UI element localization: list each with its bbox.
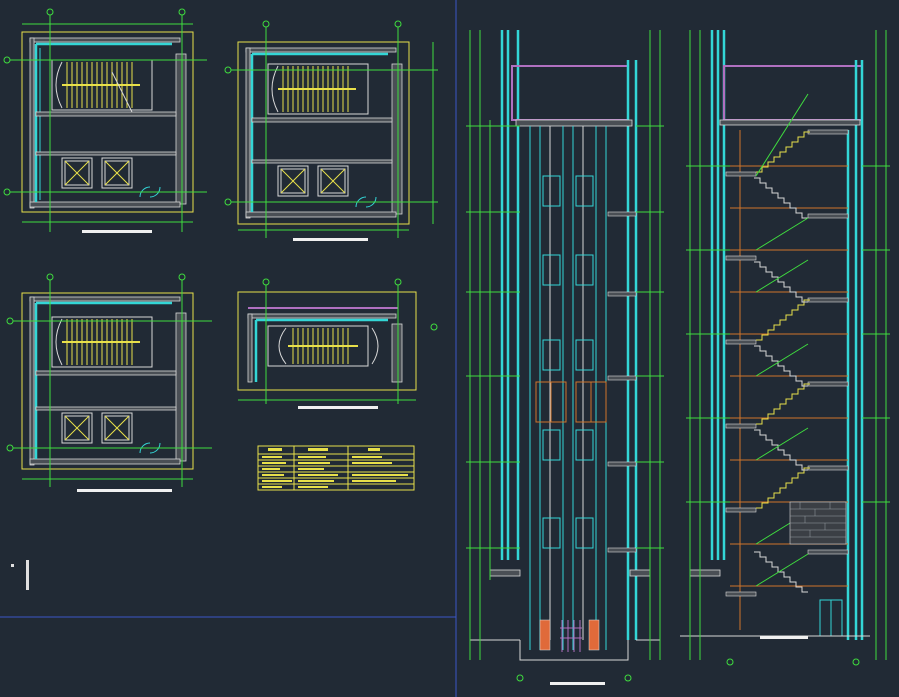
floor-plan-3 [6, 273, 212, 492]
floor-plan-2 [224, 20, 438, 241]
floor-plan-4-roof [237, 278, 438, 409]
sheet-border [0, 0, 457, 697]
floor-plan-1 [3, 8, 207, 233]
section-stair [680, 30, 890, 666]
section-elevator-shaft [466, 30, 664, 685]
corner-marks [11, 560, 29, 590]
legend-table [257, 445, 415, 491]
